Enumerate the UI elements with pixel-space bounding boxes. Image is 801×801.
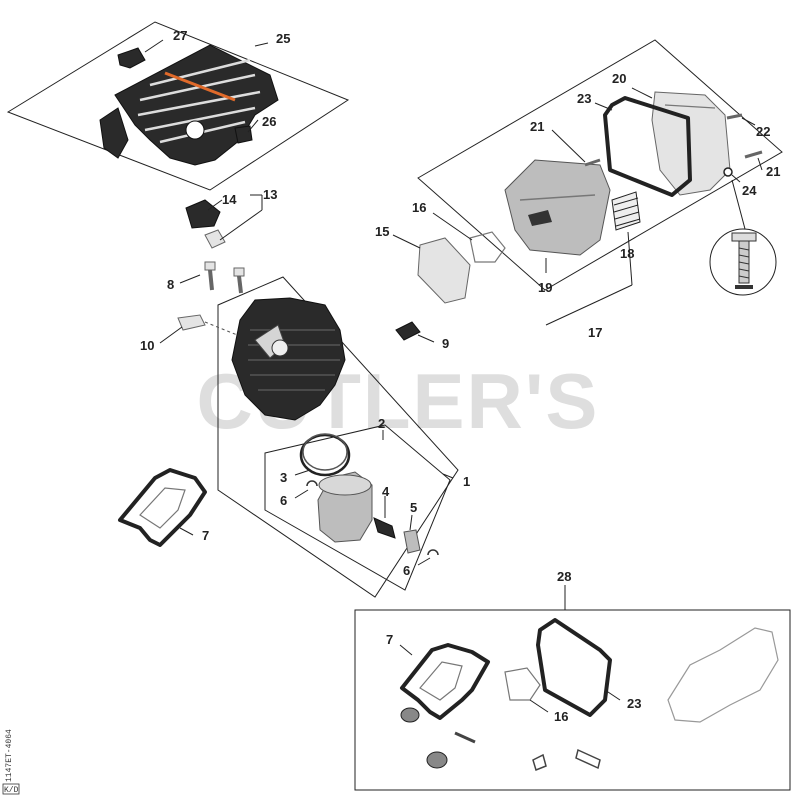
stud-detail-circle: [709, 228, 777, 296]
circlip-part-6a[interactable]: [306, 480, 318, 487]
callout-24: 24: [742, 183, 757, 198]
cylinder-base-gasket-part-7a[interactable]: [118, 468, 207, 547]
callout-4: 4: [382, 484, 390, 499]
muffler-cover-part-20[interactable]: [651, 91, 731, 196]
callout-23b: 23: [627, 696, 641, 711]
callout-22: 22: [756, 124, 770, 139]
callout-19: 19: [538, 280, 552, 295]
screw-part-21a[interactable]: [584, 158, 601, 167]
frame-muffler-group: [417, 39, 783, 291]
clip-part-13[interactable]: [204, 229, 226, 249]
intake-flange-part-10[interactable]: [177, 314, 263, 346]
frame-gasket-set: [354, 609, 791, 791]
callout-17: 17: [588, 325, 602, 340]
muffler-body-part-19[interactable]: [504, 159, 611, 256]
shroud-insert-part-27[interactable]: [117, 47, 146, 69]
screw-small: [454, 731, 476, 744]
piston-part-2[interactable]: [317, 471, 373, 543]
callout-8: 8: [167, 277, 174, 292]
clip-small-a: [532, 753, 547, 772]
callout-21b: 21: [766, 164, 780, 179]
heat-shield-part-15[interactable]: [417, 237, 471, 304]
callout-14: 14: [222, 192, 237, 207]
callout-18: 18: [620, 246, 634, 261]
callout-5: 5: [410, 500, 417, 515]
cylinder[interactable]: [231, 297, 346, 421]
callout-7a: 7: [202, 528, 209, 543]
callout-21a: 21: [530, 119, 544, 134]
side-code-box-label: K/D: [4, 786, 19, 795]
piston-ring-part-3[interactable]: [299, 433, 351, 477]
exhaust-gasket-part-16a[interactable]: [469, 231, 506, 263]
callout-6b: 6: [403, 563, 410, 578]
screw-part-8a[interactable]: [204, 261, 216, 291]
seal-ring-a: [400, 707, 420, 723]
callout-16a: 16: [412, 200, 426, 215]
callout-28: 28: [557, 569, 571, 584]
side-code: 1147ET-4064: [5, 729, 14, 782]
gasket-set-part-7b[interactable]: [400, 643, 490, 720]
piston-pin-part-4[interactable]: [373, 517, 396, 539]
callout-13: 13: [263, 187, 277, 202]
callout-3: 3: [280, 470, 287, 485]
callout-15: 15: [375, 224, 389, 239]
screw-part-22[interactable]: [726, 113, 743, 120]
gasket-set-part-23b[interactable]: [536, 618, 612, 717]
callout-25: 25: [276, 31, 290, 46]
crankcase-gasket-outline: [667, 627, 779, 723]
frame-shroud-group: [6, 21, 350, 191]
needle-bearing-part-5[interactable]: [403, 529, 421, 554]
callout-9: 9: [442, 336, 449, 351]
clip-small-b: [575, 748, 601, 770]
callout-7b: 7: [386, 632, 393, 647]
leader-lines: [144, 39, 763, 713]
shroud-left-flap: [99, 107, 129, 159]
filter-base-part-14[interactable]: [185, 199, 221, 229]
side-code-box: [2, 783, 20, 795]
callout-27: 27: [173, 28, 187, 43]
callout-16b: 16: [554, 709, 568, 724]
decompression-valve-part-9[interactable]: [395, 321, 421, 341]
callout-1: 1: [463, 474, 470, 489]
screw-part-8b[interactable]: [233, 267, 245, 294]
grommet-part-26[interactable]: [234, 125, 253, 144]
washer-part-24[interactable]: [723, 167, 733, 177]
gasket-set-part-16b[interactable]: [504, 667, 541, 701]
callout-2: 2: [378, 416, 385, 431]
seal-ring-b: [426, 751, 448, 769]
screw-part-21b[interactable]: [744, 150, 763, 159]
circlip-part-6b[interactable]: [427, 549, 439, 556]
frame-piston-group: [264, 424, 451, 591]
callout-26: 26: [262, 114, 276, 129]
spark-arrestor-screen-part-18[interactable]: [611, 191, 641, 231]
callout-10: 10: [140, 338, 154, 353]
muffler-gasket-part-23a[interactable]: [603, 96, 692, 197]
callout-20: 20: [612, 71, 626, 86]
callout-23a: 23: [577, 91, 591, 106]
callout-6a: 6: [280, 493, 287, 508]
